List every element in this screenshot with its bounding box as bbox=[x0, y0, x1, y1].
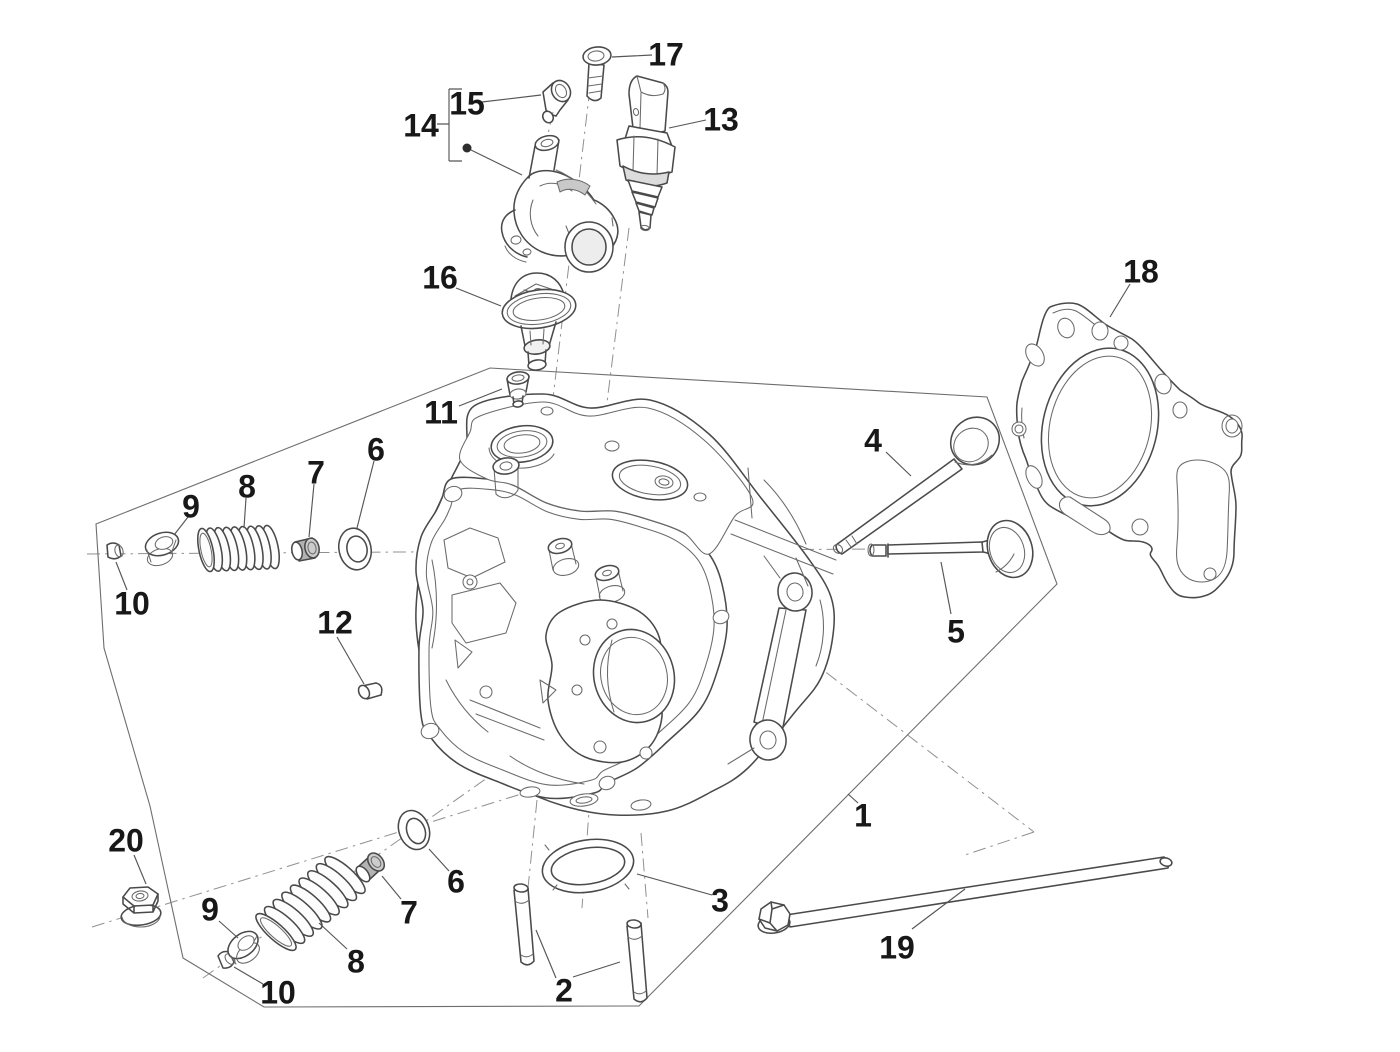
callout-17: 17 bbox=[648, 37, 684, 73]
assembly-outline bbox=[95, 367, 1058, 1008]
part-16-thermostat bbox=[501, 272, 577, 371]
part-14-thermostat-housing bbox=[500, 134, 619, 273]
part-2-studs bbox=[513, 883, 648, 1003]
part-1-cylinder-head bbox=[415, 393, 837, 817]
part-20-nut bbox=[120, 886, 162, 928]
callout-1: 1 bbox=[854, 798, 872, 834]
callout-10a: 10 bbox=[114, 586, 150, 622]
callout-14: 14 bbox=[403, 108, 439, 144]
callout-6b: 6 bbox=[447, 864, 465, 900]
part-12-pin bbox=[357, 682, 383, 700]
part-4-intake-valve bbox=[832, 416, 1001, 555]
part-11-fitting bbox=[506, 371, 530, 408]
callout-6a: 6 bbox=[367, 432, 385, 468]
callout-4: 4 bbox=[864, 423, 882, 459]
callout-9a: 9 bbox=[182, 489, 200, 525]
callout-20: 20 bbox=[108, 823, 144, 859]
callout-18: 18 bbox=[1123, 254, 1159, 290]
top-valve-spring-set bbox=[106, 524, 373, 573]
part-17-bolt bbox=[582, 46, 612, 102]
callout-7b: 7 bbox=[400, 895, 418, 931]
callout-15: 15 bbox=[449, 86, 485, 122]
group-14-dot bbox=[462, 143, 472, 153]
callout-2: 2 bbox=[555, 973, 573, 1009]
part-15-plug bbox=[541, 79, 572, 124]
callout-10b: 10 bbox=[260, 975, 296, 1011]
part-13-temperature-sensor bbox=[616, 75, 676, 232]
callout-13: 13 bbox=[703, 102, 739, 138]
callout-12: 12 bbox=[317, 605, 353, 641]
callout-9b: 9 bbox=[201, 892, 219, 928]
part-5-exhaust-valve bbox=[867, 519, 1034, 579]
callout-5: 5 bbox=[947, 614, 965, 650]
part-3-o-ring bbox=[541, 838, 635, 894]
callout-7a: 7 bbox=[307, 455, 325, 491]
part-19-bolt bbox=[757, 856, 1173, 935]
callout-3: 3 bbox=[711, 883, 729, 919]
bottom-valve-spring-set bbox=[217, 809, 431, 969]
leader-lines bbox=[115, 54, 1131, 985]
callout-8b: 8 bbox=[347, 944, 365, 980]
part-18-head-gasket bbox=[1011, 302, 1243, 599]
callout-8a: 8 bbox=[238, 469, 256, 505]
callout-11: 11 bbox=[424, 395, 458, 431]
callout-19: 19 bbox=[879, 930, 915, 966]
callout-16: 16 bbox=[422, 260, 458, 296]
